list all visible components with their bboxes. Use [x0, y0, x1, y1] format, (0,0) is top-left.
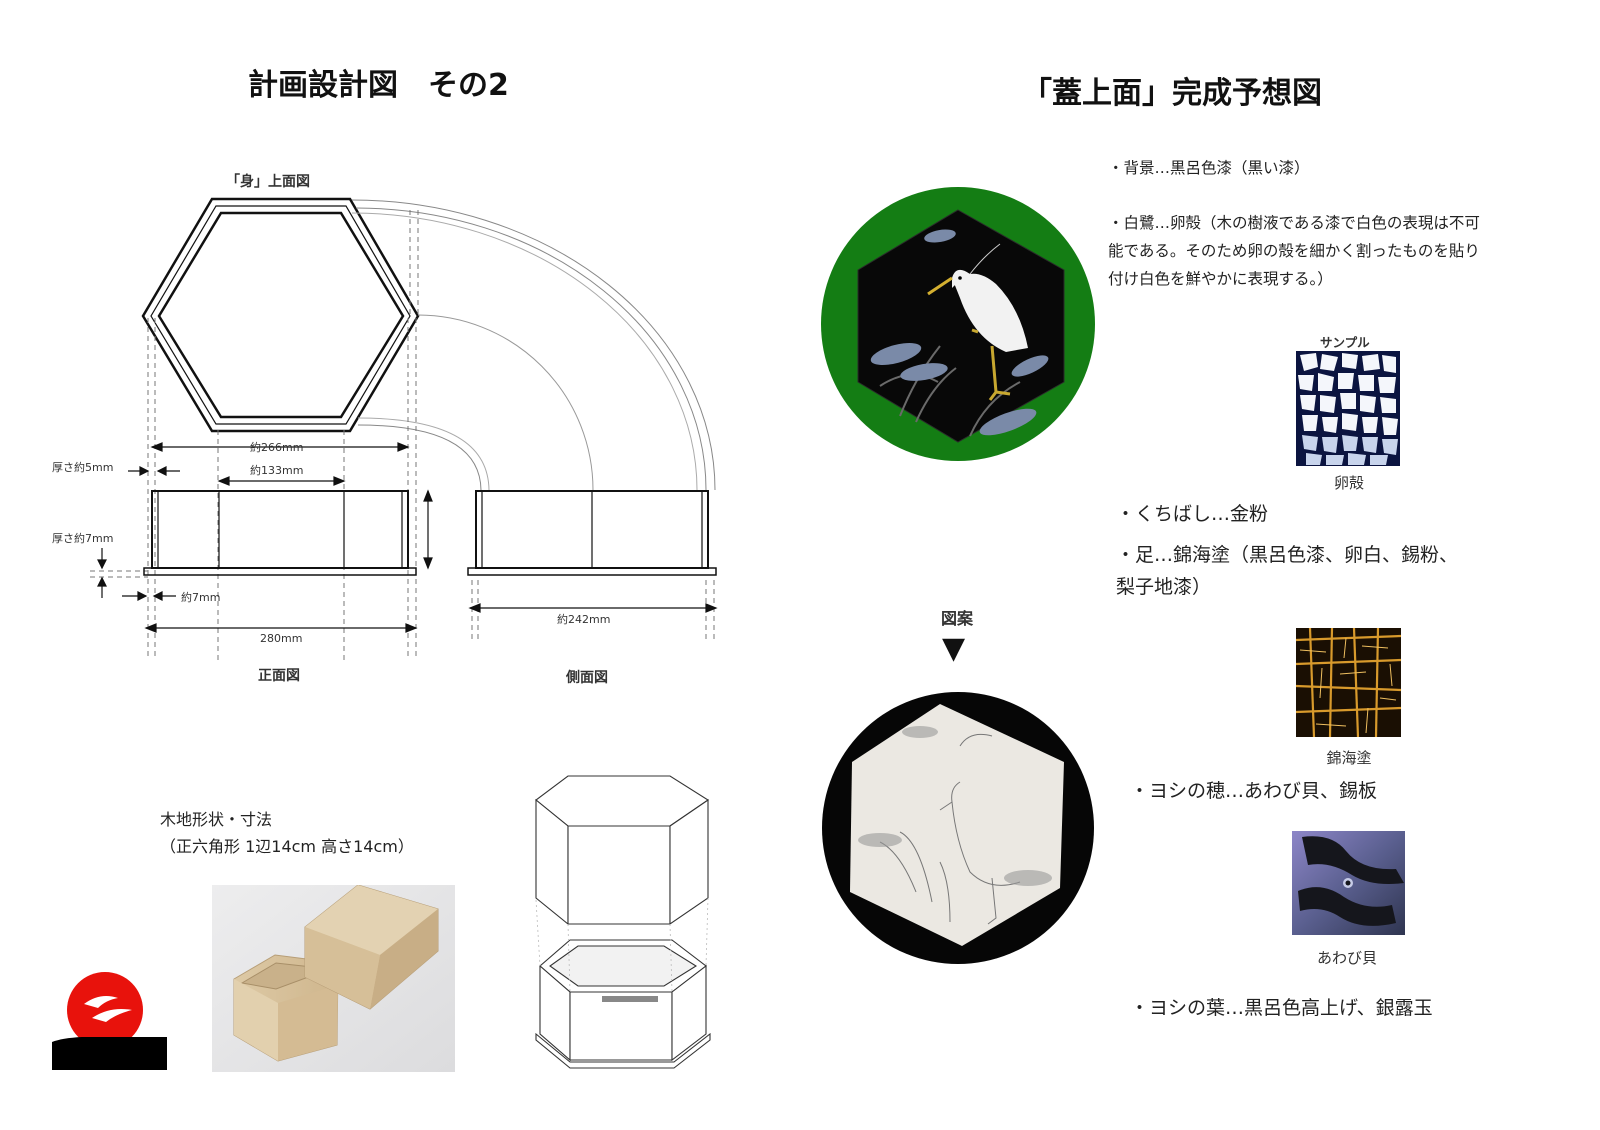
- front-view-label: 正面図: [258, 668, 300, 684]
- hexagon-inner: [157, 211, 405, 419]
- arc-outer-3: [351, 212, 698, 491]
- dim-thickness-5: 厚さ約5mm: [52, 460, 113, 474]
- arc-inner-2: [357, 417, 490, 491]
- arc-mid: [417, 314, 594, 491]
- dim-w242: 約242mm: [557, 612, 610, 626]
- wood-shape-dims: （正六角形 1辺14cm 高さ14cm）: [160, 837, 414, 856]
- design-sketch-image: [822, 692, 1094, 964]
- dim-w280: 280mm: [260, 632, 302, 645]
- side-view-label: 側面図: [565, 669, 608, 686]
- front-view-base: [143, 567, 417, 576]
- left-title: 計画設計図 その2: [248, 68, 509, 103]
- dim-w266: 約266mm: [250, 440, 303, 454]
- completed-lid-image: [821, 187, 1095, 461]
- caption-abalone: あわび貝: [1316, 949, 1377, 967]
- hex-box-line-drawing: [535, 775, 711, 1069]
- note-background: ・背景…黒呂色漆（黒い漆）: [1108, 159, 1310, 177]
- bullet-legs-2: 梨子地漆）: [1116, 576, 1212, 598]
- hexagon-outer: [141, 197, 420, 433]
- dim-w133: 約133mm: [250, 463, 303, 477]
- arc-outer-2: [355, 207, 707, 491]
- dim-thickness-7: 厚さ約7mm: [52, 531, 113, 545]
- hexagon-middle: [150, 205, 411, 425]
- arc-inner-1: [357, 424, 482, 491]
- technical-drawing: 約266mm 約133mm 厚さ約5mm 厚さ約7mm 約7mm 280mm 約…: [52, 197, 718, 686]
- arc-outer-1: [351, 199, 716, 491]
- logo: [52, 972, 167, 1070]
- bullet-beak: ・くちばし…金粉: [1116, 503, 1269, 525]
- wood-shape-title: 木地形状・寸法: [160, 810, 273, 829]
- right-title: 「蓋上面」完成予想図: [1022, 76, 1322, 111]
- top-view-label: 「身」上面図: [226, 174, 310, 190]
- note-egret: ・白鷺…卵殻（木の樹液である漆で白色の表現は不可能である。そのため卵の殻を細かく…: [1108, 214, 1480, 288]
- abalone-sample-image: [1292, 831, 1405, 935]
- bullet-reed-leaf: ・ヨシの葉…黒呂色高上げ、銀露玉: [1130, 997, 1433, 1019]
- dim-w7: 約7mm: [181, 590, 220, 604]
- eggshell-sample-image: [1296, 351, 1400, 466]
- nishiki-sample-image: [1296, 628, 1401, 737]
- caption-nishiki: 錦海塗: [1326, 749, 1372, 767]
- side-view-base: [467, 567, 717, 576]
- caption-eggshell: 卵殻: [1333, 474, 1364, 492]
- front-view-box: [151, 490, 409, 569]
- sample-label: サンプル: [1320, 335, 1370, 350]
- design-label: 図案: [941, 609, 974, 628]
- bullet-legs-1: ・足…錦海塗（黒呂色漆、卵白、錫粉、: [1116, 544, 1459, 566]
- down-arrow-icon: ▼: [942, 631, 966, 666]
- wooden-box-photo: [212, 885, 455, 1072]
- bullet-reed-ear: ・ヨシの穂…あわび貝、錫板: [1130, 780, 1378, 802]
